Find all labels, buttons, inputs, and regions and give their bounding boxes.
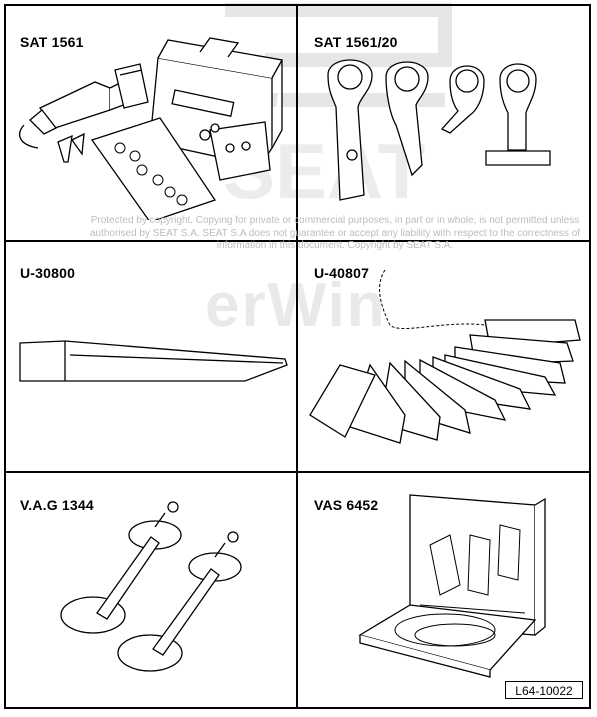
column-divider xyxy=(296,4,298,709)
row-divider-1 xyxy=(4,240,591,242)
tool-label-u-30800: U-30800 xyxy=(20,265,76,281)
figure-reference: L64-10022 xyxy=(505,681,583,699)
tool-label-u-40807: U-40807 xyxy=(314,265,370,281)
tool-label-sat-1561: SAT 1561 xyxy=(20,34,84,50)
tool-label-sat-1561-20: SAT 1561/20 xyxy=(314,34,398,50)
copyright-notice: Protected by copyright. Copying for priv… xyxy=(89,215,581,251)
vag-1344-suction-lifter-illustration xyxy=(60,501,242,672)
sat-1561-20-blades-illustration xyxy=(327,59,551,201)
u-40807-wedge-set-illustration xyxy=(309,269,581,444)
tool-label-vas-6452: VAS 6452 xyxy=(314,497,379,513)
erwin-watermark: erWin xyxy=(205,271,387,340)
vas-6452-tool-case-illustration xyxy=(358,494,546,678)
row-divider-2 xyxy=(4,471,591,473)
u-30800-wedge-illustration xyxy=(19,340,288,382)
tool-label-vag-1344: V.A.G 1344 xyxy=(20,497,94,513)
sat-1561-cutter-kit-illustration xyxy=(19,37,284,220)
